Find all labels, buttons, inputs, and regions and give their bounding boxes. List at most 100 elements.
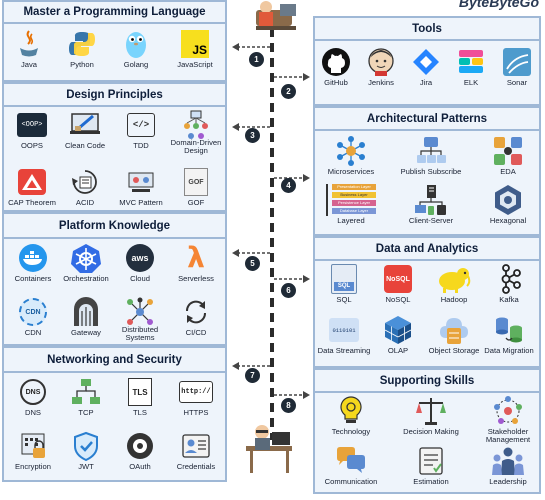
item-distributed-systems: Distributed Systems — [107, 296, 173, 343]
panel-design-principles: Design Principles <OOP> OOPS Clean Code … — [2, 82, 227, 212]
item-label: OLAP — [387, 346, 409, 355]
item-label: Client-Server — [408, 216, 454, 225]
tdd-glyph: </> — [127, 113, 155, 137]
item-elk: ELK — [438, 46, 504, 87]
object-storage-icon — [436, 314, 472, 346]
item-label: Java — [20, 60, 38, 69]
item-label: EDA — [500, 167, 516, 176]
item-label: Domain-Driven Design — [170, 138, 222, 156]
item-publish-subscribe: Publish Subscribe — [398, 135, 464, 176]
step-badge: 4 — [281, 178, 296, 193]
item-layered: Presentation Layer Business Layer Persis… — [318, 184, 384, 225]
item-gateway: Gateway — [53, 296, 119, 337]
lambda-icon: λ — [178, 242, 214, 274]
item-label: Object Storage — [428, 346, 480, 355]
tcp-icon — [68, 376, 104, 408]
item-label: Data Migration — [484, 346, 534, 355]
item-label: DNS — [24, 408, 42, 417]
item-containers: Containers — [0, 242, 66, 283]
step-badge: 3 — [245, 128, 260, 143]
item-technology: Technology — [318, 395, 384, 436]
estimation-icon — [413, 445, 449, 477]
tls-icon: TLS — [122, 376, 158, 408]
step-badge: 7 — [245, 368, 260, 383]
cicd-icon — [178, 296, 214, 328]
mvc-icon — [123, 166, 159, 198]
cdn-glyph: CDN — [19, 298, 47, 326]
cap-theorem-icon — [14, 166, 50, 198]
panel-title: Networking and Security — [47, 354, 182, 366]
item-orchestration: Orchestration — [53, 242, 119, 283]
item-label: Kafka — [499, 295, 519, 304]
item-label: Clean Code — [64, 141, 106, 150]
item-label: MVC Pattern — [119, 198, 163, 207]
layer-bar: Presentation Layer — [332, 184, 376, 190]
oops-glyph: <OOP> — [17, 113, 47, 137]
item-cloud: aws Cloud — [107, 242, 173, 283]
panel-title: Supporting Skills — [379, 375, 475, 387]
item-label: CDN — [24, 328, 42, 337]
item-acid: ACID — [52, 166, 118, 207]
item-label: Orchestration — [63, 274, 109, 283]
dns-glyph: DNS — [20, 379, 46, 405]
brand-logo: ByteByteGo — [458, 0, 539, 10]
item-label: Jenkins — [368, 78, 394, 87]
data-migration-icon — [491, 314, 527, 346]
item-jenkins: Jenkins — [348, 46, 414, 87]
item-label: Encryption — [15, 462, 51, 471]
item-encryption: Encryption — [0, 430, 66, 471]
item-label: SQL — [336, 295, 352, 304]
item-label: Hadoop — [440, 295, 468, 304]
panel-programming-language: Master a Programming Language Java Pytho… — [2, 0, 227, 82]
item-gof: GOF GOF — [163, 166, 229, 207]
step-badge: 8 — [281, 398, 296, 413]
panel-title: Master a Programming Language — [23, 6, 206, 18]
panel-title: Design Principles — [66, 89, 163, 101]
item-label: Python — [70, 60, 94, 69]
item-label: CAP Theorem — [8, 198, 56, 207]
communication-icon — [333, 445, 369, 477]
item-label: HTTPS — [183, 408, 209, 417]
item-label: OAuth — [129, 462, 151, 471]
item-stakeholder-management: Stakeholder Management — [475, 395, 541, 445]
layer-bar: Business Layer — [332, 192, 376, 198]
item-label: Technology — [331, 427, 371, 436]
kafka-icon — [491, 263, 527, 295]
clean-code-icon — [67, 109, 103, 141]
panel-title: Tools — [412, 23, 442, 35]
divider — [315, 39, 539, 41]
jwt-icon — [68, 430, 104, 462]
step-badge: 6 — [281, 283, 296, 298]
item-jira: Jira — [393, 46, 459, 87]
data-streaming-icon: 0110101 — [326, 314, 362, 346]
item-cap-theorem: CAP Theorem — [0, 166, 65, 207]
item-client-server: Client-Server — [398, 184, 464, 225]
containers-icon — [15, 242, 51, 274]
item-label: JavaScript — [177, 60, 213, 69]
item-label: Sonar — [506, 78, 528, 87]
panel-tools: Tools GitHub Jenkins Jira ELK Sonar — [313, 16, 541, 106]
divider — [4, 371, 225, 373]
item-estimation: Estimation — [398, 445, 464, 486]
binary-glyph: 0110101 — [329, 318, 359, 342]
nosql-icon: NoSQL — [380, 263, 416, 295]
item-tcp: TCP — [53, 376, 119, 417]
divider — [315, 129, 539, 131]
item-label: Leadership — [489, 477, 527, 486]
item-clean-code: Clean Code — [52, 109, 118, 150]
gof-glyph: GOF — [184, 168, 208, 196]
ddd-icon — [178, 109, 214, 141]
item-label: Layered — [337, 216, 365, 225]
decision-making-icon — [413, 395, 449, 427]
item-label: Serverless — [178, 274, 214, 283]
item-nosql: NoSQL NoSQL — [365, 263, 431, 304]
item-javascript: JS JavaScript — [162, 28, 228, 69]
item-label: Data Streaming — [317, 346, 371, 355]
item-label: Stakeholder Management — [485, 427, 531, 445]
item-serverless: λ Serverless — [163, 242, 229, 283]
item-sql: SQL SQL — [311, 263, 377, 304]
item-label: Gateway — [71, 328, 101, 337]
item-dns: DNS DNS — [0, 376, 66, 417]
microservices-icon — [333, 135, 369, 167]
item-label: Estimation — [413, 477, 449, 486]
